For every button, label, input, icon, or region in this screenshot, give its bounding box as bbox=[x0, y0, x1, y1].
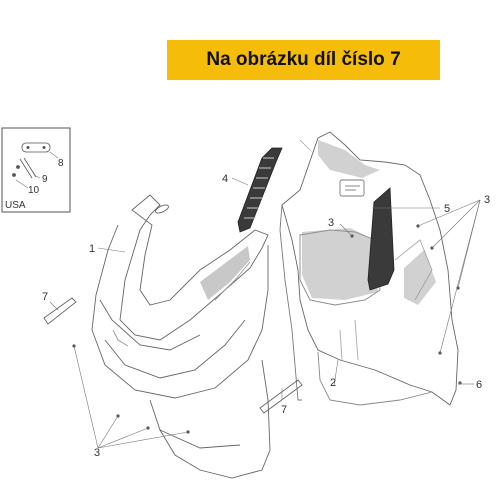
callout-3-bottom: 3 bbox=[94, 447, 100, 459]
vent-grille-part bbox=[237, 147, 283, 233]
callout-2: 2 bbox=[330, 377, 336, 389]
shield-inner-vent bbox=[200, 246, 250, 300]
region-label-usa: USA bbox=[5, 200, 26, 211]
leg-shield-part bbox=[279, 131, 459, 406]
part-number-banner: Na obrázku díl číslo 7 bbox=[167, 40, 440, 80]
callout-5: 5 bbox=[444, 203, 450, 215]
trim-strip-center bbox=[259, 379, 303, 414]
screw-markers bbox=[72, 224, 462, 434]
callout-3-center: 3 bbox=[328, 217, 334, 229]
front-shield-part bbox=[91, 194, 271, 479]
callout-3-right: 3 bbox=[484, 194, 490, 206]
callout-1: 1 bbox=[89, 243, 95, 255]
callout-7-center: 7 bbox=[281, 404, 287, 416]
leg-shield-shading bbox=[302, 140, 436, 305]
callout-9: 9 bbox=[42, 174, 48, 185]
leader-lines bbox=[49, 139, 481, 449]
side-panel-part bbox=[367, 187, 395, 291]
trim-strip-left bbox=[43, 297, 77, 325]
callout-10: 10 bbox=[28, 185, 40, 196]
inset-screws bbox=[12, 157, 37, 179]
reflector-part bbox=[21, 142, 51, 153]
callout-6: 6 bbox=[476, 379, 482, 391]
banner-text: Na obrázku díl číslo 7 bbox=[206, 49, 401, 70]
callout-8: 8 bbox=[58, 158, 64, 169]
callout-4: 4 bbox=[222, 173, 228, 185]
usa-inset: 8 9 10 USA bbox=[1, 127, 71, 213]
callout-7-left: 7 bbox=[42, 291, 48, 303]
